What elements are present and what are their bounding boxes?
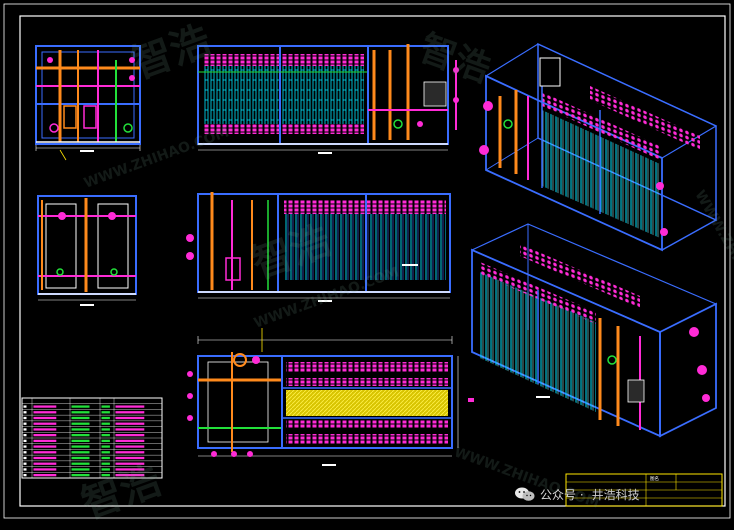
table-cell (101, 468, 110, 471)
table-cell (101, 422, 110, 425)
table-cell (23, 456, 27, 460)
outer-border (3, 3, 731, 519)
channel-name: 井浩科技 (591, 487, 640, 502)
table-cell (33, 422, 57, 425)
isometric-view-top (479, 42, 718, 252)
table-cell (23, 411, 27, 414)
table-cell (71, 456, 90, 460)
table-cell (71, 422, 90, 425)
table-cell (23, 428, 27, 431)
table-cell (71, 439, 90, 442)
title-block-label: 图名 (650, 475, 659, 482)
table-cell (101, 462, 110, 465)
wechat-icon (515, 487, 535, 501)
table-cell (115, 411, 145, 414)
table-cell (115, 422, 145, 425)
table-cell (71, 434, 90, 437)
table-cell (33, 411, 57, 414)
table-cell (71, 462, 90, 465)
table-cell (101, 428, 110, 431)
table-cell (115, 462, 145, 465)
table-cell (71, 474, 90, 477)
table-cell (101, 434, 110, 437)
table-cell (101, 439, 110, 442)
table-cell (23, 451, 27, 454)
side-view-long (186, 192, 451, 302)
table-cell (115, 468, 145, 471)
inner-border (19, 15, 726, 507)
table-cell (71, 411, 90, 414)
table-cell (33, 434, 57, 437)
table-cell (101, 456, 110, 460)
table-cell (115, 445, 145, 448)
side-view-small (37, 195, 137, 306)
plan-view (187, 328, 474, 466)
table-cell (115, 428, 145, 431)
table-cell (71, 416, 90, 420)
table-cell (115, 416, 145, 420)
isometric-view-bottom (470, 223, 718, 438)
table-cell (33, 462, 57, 465)
table-cell (101, 416, 110, 420)
table-cell (115, 405, 145, 408)
table-cell (33, 416, 57, 420)
table-cell (71, 468, 90, 471)
table-cell (71, 451, 90, 454)
table-cell (101, 451, 110, 454)
table-cell (23, 422, 27, 425)
table-cell (115, 451, 145, 454)
channel-label: 公众号 · (540, 487, 584, 502)
table-cell (71, 445, 90, 448)
table-cell (71, 428, 90, 431)
table-cell (23, 474, 27, 477)
table-cell (23, 416, 27, 420)
wechat-channel: 公众号 · 井浩科技 (514, 484, 664, 504)
table-cell (101, 445, 110, 448)
front-view-long (197, 44, 459, 154)
table-cell (33, 405, 57, 408)
table-cell (33, 468, 57, 471)
front-view-small (35, 45, 141, 161)
table-cell (23, 405, 27, 408)
table-cell (33, 474, 57, 477)
table-cell (33, 456, 57, 460)
table-cell (115, 474, 145, 477)
table-cell (33, 439, 57, 442)
table-cell (23, 434, 27, 437)
table-cell (23, 439, 27, 442)
table-cell (115, 456, 145, 460)
table-cell (115, 434, 145, 437)
title-block: 图名 (565, 473, 723, 507)
table-cell (33, 445, 57, 448)
parts-table (21, 397, 163, 479)
table-cell (33, 451, 57, 454)
table-cell (115, 439, 145, 442)
table-cell (101, 405, 110, 408)
table-cell (23, 462, 27, 465)
table-cell (23, 468, 27, 471)
table-cell (101, 411, 110, 414)
table-cell (23, 445, 27, 448)
table-cell (71, 405, 90, 408)
table-cell (33, 428, 57, 431)
table-cell (101, 474, 110, 477)
